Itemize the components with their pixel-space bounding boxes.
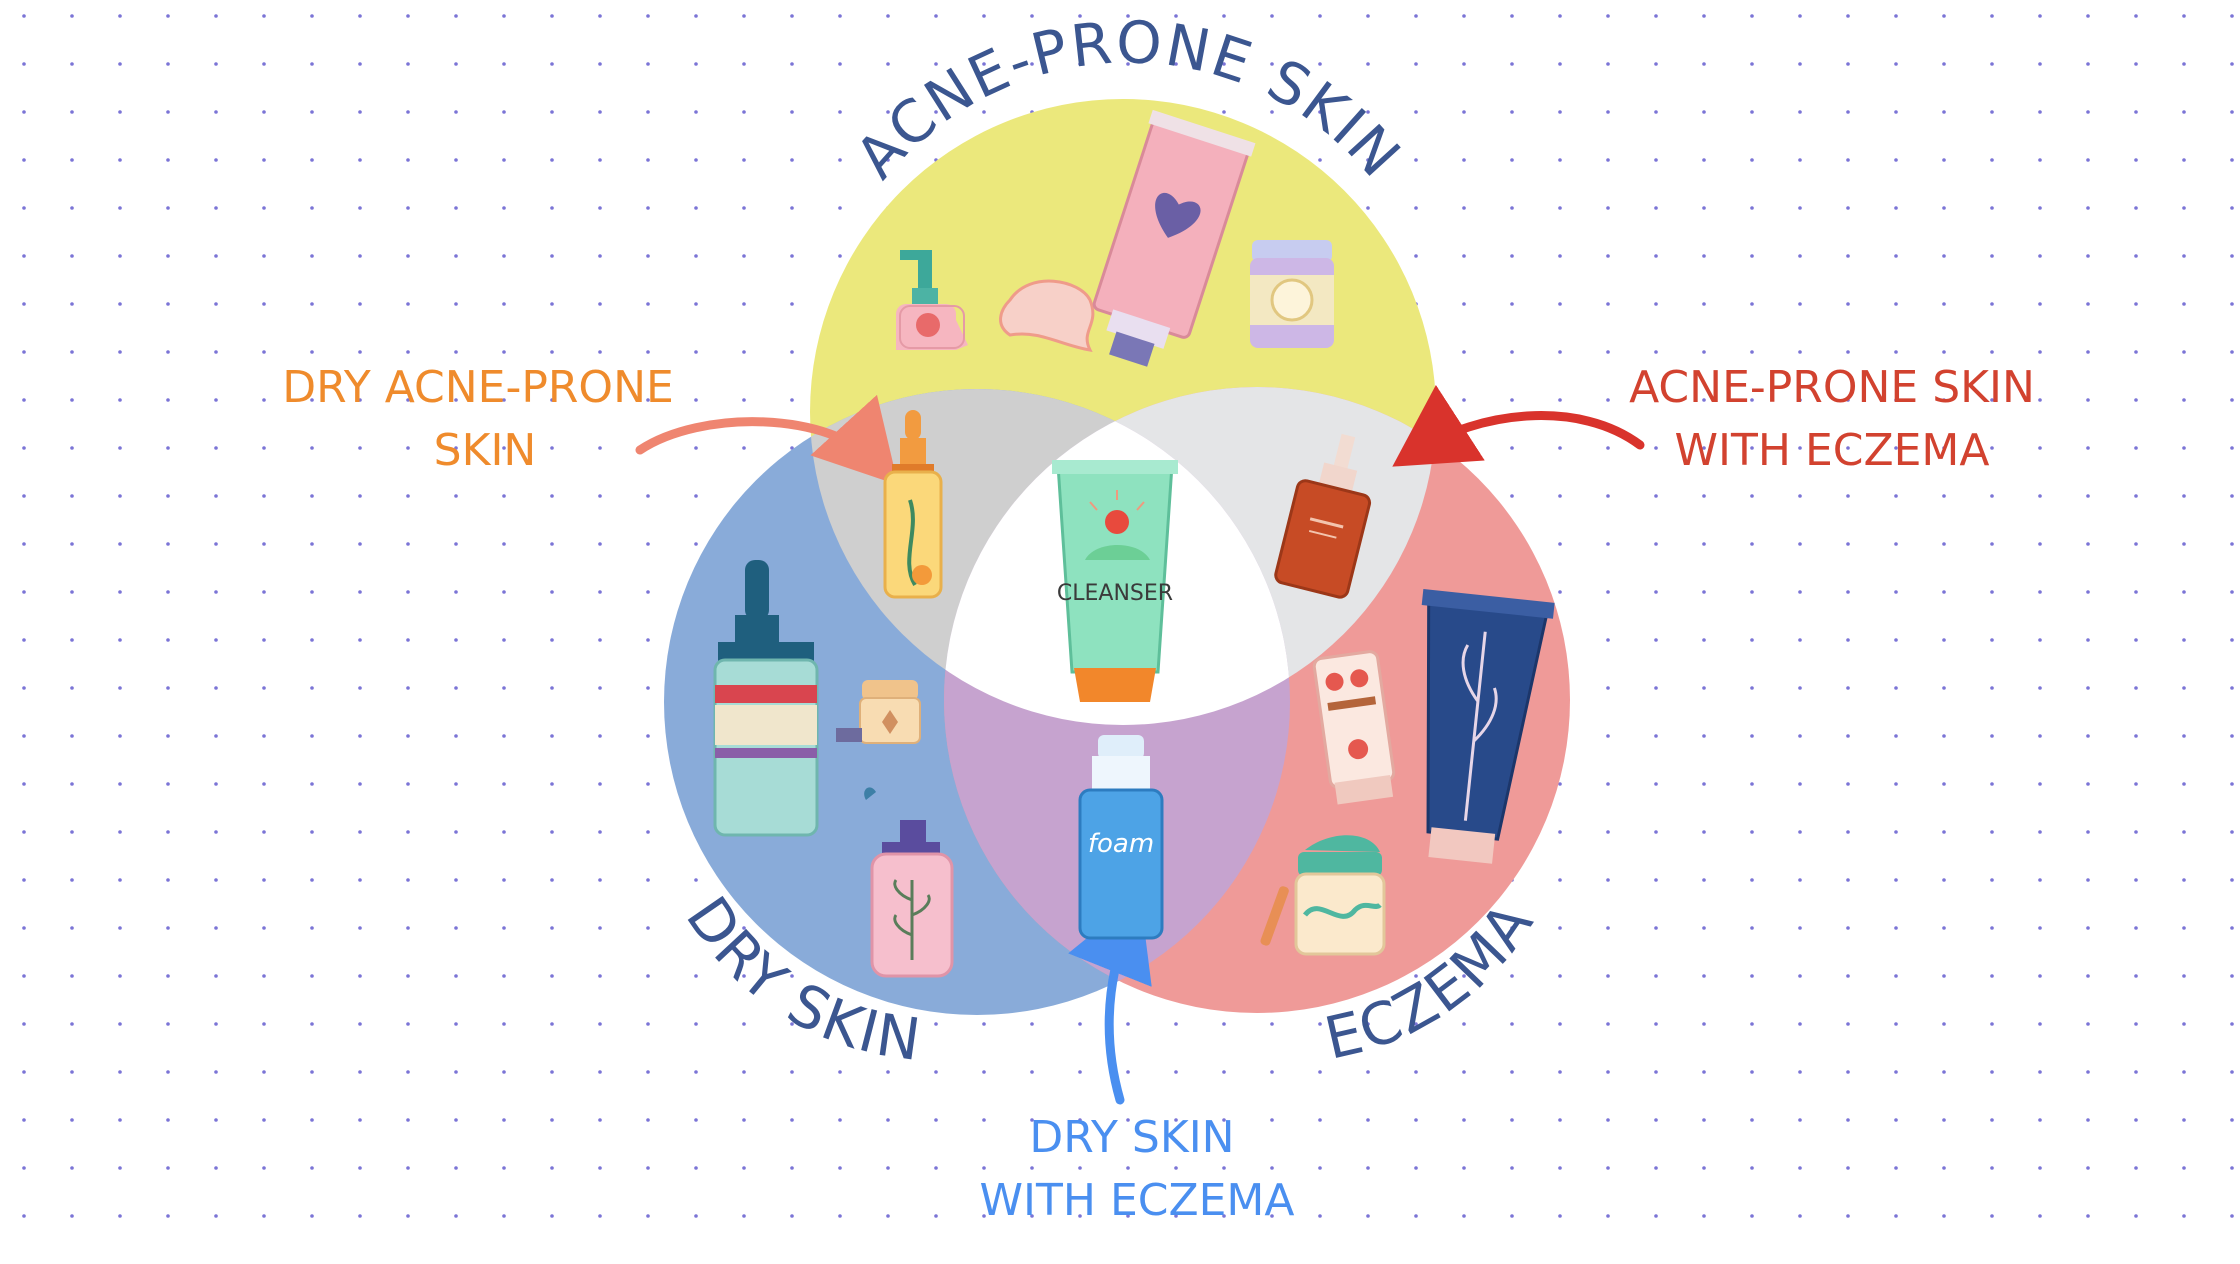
cleanser-tube-icon: CLEANSER	[1052, 460, 1178, 702]
callout-acne-eczema-line2: WITH ECZEMA	[1675, 425, 1990, 476]
blue-tube-icon	[1421, 589, 1555, 864]
small-jar-icon	[836, 680, 921, 744]
callout-dry-eczema: DRY SKIN WITH ECZEMA	[980, 1112, 1295, 1226]
pump-bottle-icon	[896, 250, 968, 350]
serum-bottle-icon	[1274, 433, 1372, 599]
cream-tube-icon	[1092, 109, 1256, 367]
foam-bottle-label: foam	[1088, 829, 1154, 859]
callout-dry-eczema-line2: WITH ECZEMA	[980, 1175, 1295, 1226]
jar-icon	[1250, 240, 1334, 348]
callout-dry-acne-prone: DRY ACNE-PRONE SKIN	[282, 362, 674, 476]
strawberry-tube-icon	[1312, 650, 1396, 805]
spray-bottle-icon	[864, 787, 954, 978]
gua-sha-icon	[999, 279, 1095, 352]
callout-dry-eczema-line1: DRY SKIN	[1029, 1112, 1234, 1163]
foam-bottle-icon: foam	[1078, 735, 1164, 940]
cream-jar-icon	[1260, 835, 1386, 956]
dropper-bottle-icon	[883, 410, 943, 599]
callout-acne-eczema-line1: ACNE-PRONE SKIN	[1629, 362, 2035, 413]
arrow-acne-eczema	[1392, 384, 1645, 467]
cleanser-tube-label: CLEANSER	[1057, 581, 1173, 606]
callout-dry-acne-line1: DRY ACNE-PRONE	[282, 362, 674, 413]
callout-acne-eczema: ACNE-PRONE SKIN WITH ECZEMA	[1629, 362, 2035, 476]
large-dropper-bottle-icon	[713, 560, 819, 837]
callout-dry-acne-line2: SKIN	[434, 425, 537, 476]
arrow-dry-acne	[635, 394, 899, 485]
